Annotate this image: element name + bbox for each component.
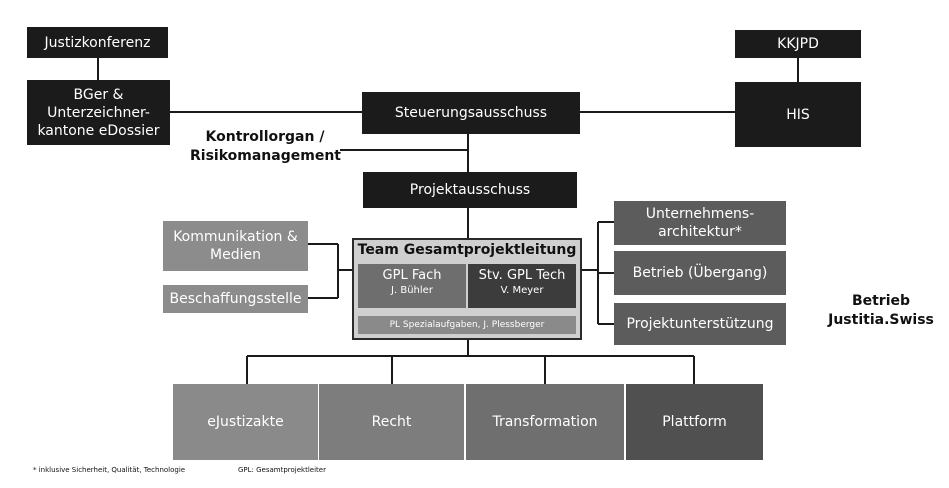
stv-gpl-tech-label: Stv. GPL Tech: [478, 268, 566, 283]
recht-label: Recht: [371, 414, 412, 430]
kommunikation-box: Kommunikation & Medien: [163, 221, 308, 271]
ejustizakte-label: eJustizakte: [207, 414, 284, 430]
beschaffung-box: Beschaffungsstelle: [163, 285, 308, 313]
betrieb-uebergang-box: Betrieb (Übergang): [614, 251, 786, 295]
projektausschuss-box: Projektausschuss: [363, 172, 577, 208]
bger-label: BGer & Unterzeichner-kantone eDossier: [37, 86, 160, 139]
stv-gpl-tech-box: Stv. GPL Tech V. Meyer: [468, 264, 576, 308]
plattform-label: Plattform: [662, 414, 727, 430]
his-label: HIS: [786, 106, 810, 123]
gpl-fach-box: GPL Fach J. Bühler: [358, 264, 466, 308]
projektunterstuetzung-label: Projektunterstützung: [626, 316, 774, 332]
justizkonferenz-box: Justizkonferenz: [27, 27, 168, 58]
kkjpd-box: KKJPD: [735, 30, 861, 58]
gpl-fach-label: GPL Fach: [382, 268, 442, 283]
projektausschuss-label: Projektausschuss: [409, 182, 531, 198]
stv-gpl-tech-person: V. Meyer: [500, 285, 544, 296]
unternehmensarchitektur-box: Unternehmens-architektur*: [614, 201, 786, 245]
betrieb-justitia-label: Betrieb Justitia.Swiss: [828, 293, 934, 328]
team-gesamtprojektleitung: Team Gesamtprojektleitung GPL Fach J. Bü…: [352, 238, 582, 340]
steuerungsausschuss-box: Steuerungsausschuss: [362, 92, 580, 134]
justizkonferenz-label: Justizkonferenz: [44, 34, 151, 51]
beschaffung-label: Beschaffungsstelle: [169, 291, 302, 307]
transformation-label: Transformation: [492, 414, 598, 430]
his-box: HIS: [735, 82, 861, 147]
steuerungsausschuss-label: Steuerungsausschuss: [394, 105, 548, 121]
pl-spezialaufgaben-box: PL Spezialaufgaben, J. Plessberger: [358, 316, 576, 334]
unternehmensarchitektur-label: Unternehmens-architektur*: [645, 206, 755, 240]
projektunterstuetzung-box: Projektunterstützung: [614, 303, 786, 345]
kkjpd-label: KKJPD: [777, 36, 819, 52]
kommunikation-label: Kommunikation & Medien: [173, 229, 298, 263]
footnote-star: * inklusive Sicherheit, Qualität, Techno…: [33, 466, 186, 474]
kontrollorgan-label: Kontrollorgan / Risikomanagement: [190, 129, 341, 164]
footnote-gpl: GPL: Gesamtprojektleiter: [238, 466, 326, 474]
betrieb-uebergang-label: Betrieb (Übergang): [632, 265, 768, 281]
team-title: Team Gesamtprojektleitung: [357, 242, 577, 258]
transformation-box: Transformation: [466, 384, 624, 460]
plattform-box: Plattform: [626, 384, 763, 460]
ejustizakte-box: eJustizakte: [173, 384, 318, 460]
recht-box: Recht: [319, 384, 464, 460]
gpl-fach-person: J. Bühler: [391, 285, 433, 296]
bger-box: BGer & Unterzeichner-kantone eDossier: [27, 80, 170, 145]
